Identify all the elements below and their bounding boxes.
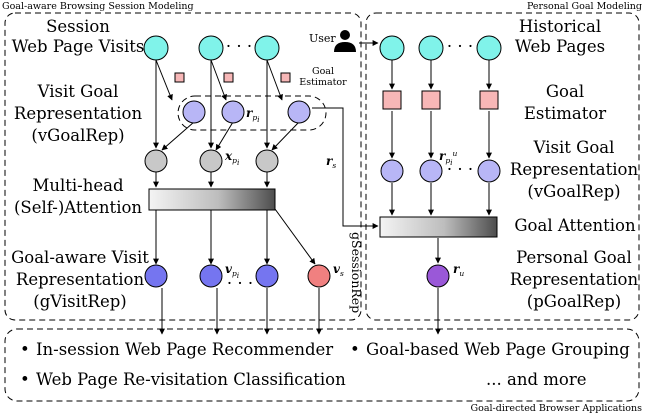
goal-estimator-box (382, 90, 402, 110)
goal-aware-visit-node (255, 264, 279, 288)
applications-region (4, 328, 640, 402)
arrow-goal1-embed (161, 121, 195, 151)
goal-estimator-box (223, 72, 234, 83)
historical-label-1: Historical (519, 17, 601, 36)
gvisit-label-1: Goal-aware Visit (11, 248, 149, 267)
session-visit-node (198, 35, 224, 61)
gvisit-label-3: (gVisitRep) (33, 292, 126, 311)
right-visit-goal-label-3: (vGoalRep) (527, 182, 620, 201)
goal-estimator-box (280, 72, 291, 83)
estimator-label-2: Estimator (524, 104, 606, 123)
right-visit-goal-label-1: Visit Goal (533, 138, 615, 157)
session-visit-node (254, 35, 280, 61)
app-bullet: • (350, 340, 360, 359)
arrow-goal3-embed (271, 121, 300, 151)
multi-head-attention-block (148, 188, 276, 211)
app-item-grouping: Goal-based Web Page Grouping (366, 340, 630, 359)
x-pi-label: xpi (224, 149, 240, 167)
r-u-label: ru (453, 262, 464, 278)
arrow-visit1-estimator (155, 59, 173, 101)
personal-goal-label-3: (pGoalRep) (527, 292, 621, 311)
arrow-rs-goal-attention (312, 107, 379, 229)
personal-goal-node (426, 264, 450, 288)
goal-estimator-box (174, 72, 185, 83)
goal-estimator-box (479, 90, 499, 110)
attention-label-1: Multi-head (32, 176, 124, 195)
personal-goal-label-1: Personal Goal (516, 248, 632, 267)
v-pi-label: vpi (225, 262, 240, 280)
session-dots: · · · (226, 37, 252, 56)
right-section-title: Personal Goal Modeling (527, 1, 642, 12)
visit-embedding-node (144, 149, 168, 173)
historical-label-2: Web Pages (515, 37, 605, 56)
visit-goal-node (287, 100, 311, 124)
app-item-more: ... and more (486, 370, 586, 389)
app-item-recommender: In-session Web Page Recommender (36, 340, 333, 359)
right-visit-goal-label-2: Representation (510, 160, 639, 179)
r-pi-u-label: rpiu (439, 149, 458, 167)
goal-aware-visit-node (144, 264, 168, 288)
session-visit-node (143, 35, 169, 61)
goal-aware-visit-node (199, 264, 223, 288)
visit-goal-label-1: Visit Goal (37, 82, 119, 101)
app-bullet: • (20, 340, 30, 359)
user-icon (334, 30, 356, 52)
r-s-label: rs (326, 154, 336, 170)
arrow-goal2-embed (215, 121, 234, 151)
goal-estimator-box (421, 90, 441, 110)
bottom-section-title: Goal-directed Browser Applications (471, 403, 643, 414)
personal-goal-label-2: Representation (510, 270, 639, 289)
goal-estimator-small-label-2: Estimator (299, 77, 347, 88)
historical-goal-node (380, 159, 404, 183)
left-section-title: Goal-aware Browsing Session Modeling (2, 1, 194, 12)
visit-goal-node (221, 100, 245, 124)
historical-page-node (418, 35, 444, 61)
historical-page-node (379, 35, 405, 61)
user-label: User (309, 32, 336, 45)
visit-goal-node (182, 100, 206, 124)
session-visits-label-2: Web Page Visits (12, 37, 145, 56)
gsessionrep-label: gSessionRep (349, 232, 364, 313)
session-modeling-region (4, 12, 362, 321)
personal-goal-region (365, 12, 640, 321)
visit-embedding-node (199, 149, 223, 173)
visit-goal-label-3: (vGoalRep) (31, 126, 124, 145)
goal-attention-block (379, 216, 498, 238)
session-visits-label-1: Session (46, 17, 110, 36)
goal-attention-label: Goal Attention (514, 216, 636, 235)
arrow-attn-session (274, 208, 316, 265)
app-bullet: • (20, 370, 30, 389)
arrow-visit2-estimator (210, 59, 227, 101)
historical-goal-node (419, 159, 443, 183)
historical-goal-node (477, 159, 501, 183)
historical-dots: · · · (447, 37, 473, 56)
r-pi-label: rpi (246, 106, 260, 124)
visit-goal-label-2: Representation (14, 104, 143, 123)
goal-estimator-small-label-1: Goal (312, 66, 334, 77)
historical-goal-dots: · · · (447, 160, 473, 179)
arrow-visit3-estimator (266, 59, 283, 101)
app-item-revisitation: Web Page Re-visitation Classification (36, 370, 346, 389)
session-representation-node (307, 264, 331, 288)
v-s-label: vs (333, 262, 344, 278)
gvisit-label-2: Representation (16, 270, 145, 289)
visit-embedding-node (255, 149, 279, 173)
goal-estimator-group (177, 95, 327, 131)
attention-label-2: (Self-)Attention (14, 198, 142, 217)
estimator-label-1: Goal (546, 82, 584, 101)
historical-page-node (476, 35, 502, 61)
gvisit-dots: · · · (227, 274, 253, 293)
